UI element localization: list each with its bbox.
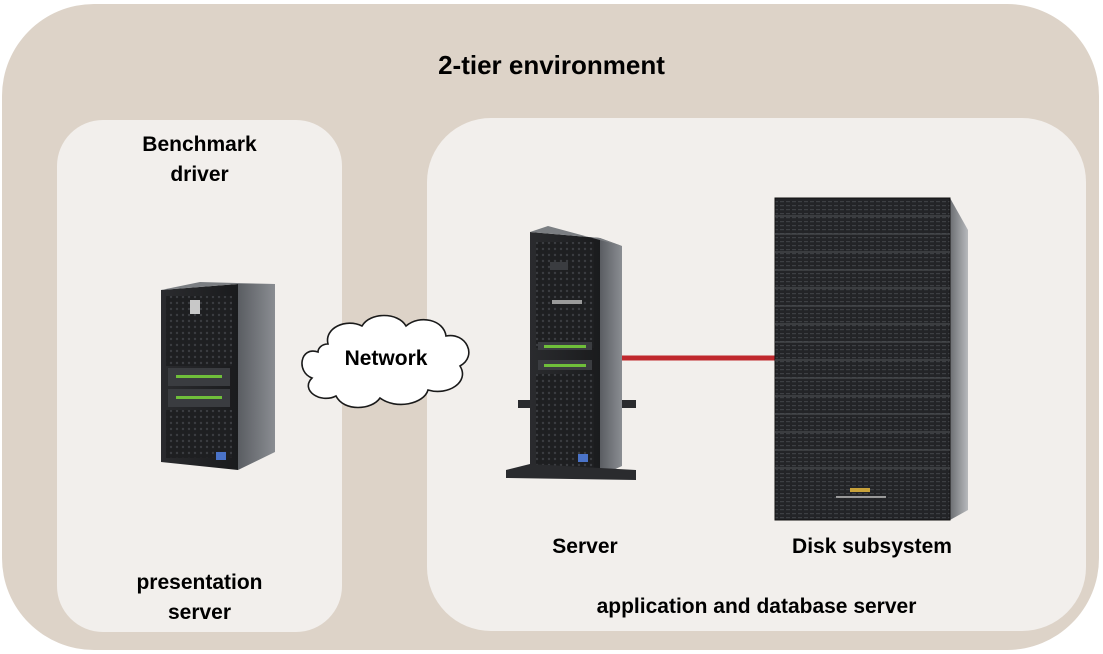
application-database-server-label: application and database server	[596, 595, 917, 618]
tower-server-icon	[161, 282, 275, 470]
tower-server-icon	[506, 226, 636, 480]
disk-rack-icon	[774, 197, 968, 521]
disk-subsystem-label: Disk subsystem	[792, 535, 952, 558]
network-label: Network	[344, 347, 428, 370]
diagram-title: 2-tier environment	[438, 50, 665, 80]
cloud-icon	[301, 314, 470, 409]
server-label: Server	[552, 535, 618, 558]
